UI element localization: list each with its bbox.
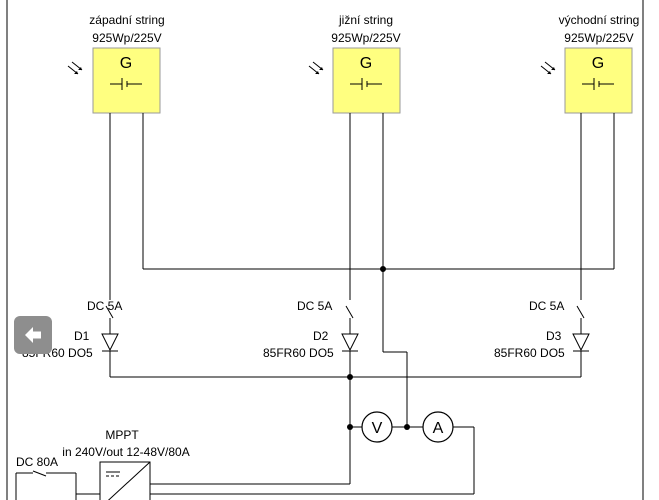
mppt-title: MPPT bbox=[105, 428, 139, 442]
battery-symbol-icon bbox=[110, 78, 142, 90]
fuse-east: DC 5A bbox=[529, 299, 585, 334]
main-fuse-label: DC 80A bbox=[16, 455, 58, 469]
light-rays-icon bbox=[308, 61, 324, 75]
generator-symbol: G bbox=[360, 55, 372, 72]
panel-west-rating: 925Wp/225V bbox=[92, 31, 161, 45]
panel-east-name: východní string bbox=[559, 13, 640, 27]
battery-symbol-icon bbox=[582, 78, 614, 90]
panel-south: jižní string 925Wp/225V G bbox=[308, 13, 401, 114]
pv-panel-west bbox=[92, 47, 161, 114]
diode-icon bbox=[341, 333, 359, 352]
light-rays-icon bbox=[540, 61, 556, 75]
diode-d3-ref: D3 bbox=[546, 329, 562, 343]
panel-south-rating: 925Wp/225V bbox=[331, 31, 400, 45]
mppt-controller: MPPT in 240V/out 12-48V/80A bbox=[62, 428, 190, 500]
panel-west-name: západní string bbox=[89, 13, 164, 27]
main-fuse: DC 80A bbox=[15, 455, 77, 500]
mppt-spec: in 240V/out 12-48V/80A bbox=[62, 445, 189, 459]
fuse-east-label: DC 5A bbox=[529, 299, 564, 313]
fuse-icon bbox=[105, 305, 114, 319]
diode-d3: D3 85FR60 DO5 bbox=[494, 329, 590, 377]
light-rays-icon bbox=[67, 61, 83, 75]
ammeter: A bbox=[422, 411, 454, 443]
back-arrow-icon bbox=[25, 327, 41, 343]
junction-node bbox=[347, 424, 353, 430]
diode-d2-part: 85FR60 DO5 bbox=[263, 346, 334, 360]
panel-east-rating: 925Wp/225V bbox=[564, 31, 633, 45]
diode-d2: D2 85FR60 DO5 bbox=[263, 329, 359, 377]
fuse-icon bbox=[345, 305, 354, 319]
diode-d3-part: 85FR60 DO5 bbox=[494, 346, 565, 360]
back-button[interactable] bbox=[14, 316, 52, 354]
fuse-west: DC 5A bbox=[87, 299, 122, 334]
fuse-west-label: DC 5A bbox=[87, 299, 122, 313]
fuse-icon bbox=[576, 305, 585, 319]
generator-symbol: G bbox=[592, 55, 604, 72]
diode-icon bbox=[101, 333, 119, 352]
pv-panel-east bbox=[564, 47, 633, 114]
converter-diagonal-icon bbox=[107, 461, 151, 500]
diode-icon bbox=[572, 333, 590, 352]
voltmeter-symbol: V bbox=[372, 420, 383, 437]
mppt-box bbox=[99, 461, 151, 500]
panel-east: východní string 925Wp/225V G bbox=[540, 13, 640, 114]
panel-west: západní string 925Wp/225V G bbox=[67, 13, 165, 114]
voltmeter: V bbox=[361, 411, 393, 443]
junction-node bbox=[404, 424, 410, 430]
pv-panel-south bbox=[332, 47, 401, 114]
diode-d2-ref: D2 bbox=[313, 329, 329, 343]
ammeter-icon bbox=[422, 411, 454, 443]
generator-symbol: G bbox=[120, 55, 132, 72]
junction-node bbox=[380, 266, 386, 272]
positive-bus bbox=[110, 351, 581, 495]
fuse-south-label: DC 5A bbox=[297, 299, 332, 313]
panel-south-name: jižní string bbox=[338, 13, 393, 27]
panel-leads bbox=[109, 113, 615, 352]
fuse-south: DC 5A bbox=[297, 299, 354, 334]
ammeter-symbol: A bbox=[433, 420, 444, 437]
battery-symbol-icon bbox=[350, 78, 382, 90]
diode-d1-ref: D1 bbox=[74, 329, 90, 343]
voltmeter-icon bbox=[361, 411, 393, 443]
fuse-icon bbox=[32, 470, 47, 477]
